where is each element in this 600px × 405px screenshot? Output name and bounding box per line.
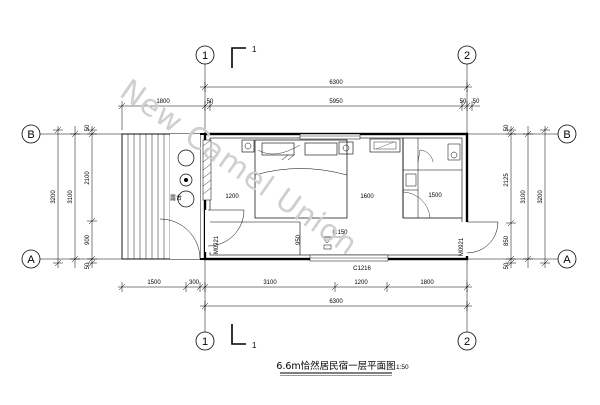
watermark: New Camel Union (113, 73, 364, 263)
bathroom: 1500 (369, 138, 462, 219)
drawing-scale: 1:50 (396, 364, 409, 371)
grid-axis-B-left: B (21, 124, 41, 144)
dim-left-900: 900 (85, 234, 91, 245)
grid-label-B-right: B (563, 129, 570, 141)
door-left-label: M0921 (214, 235, 220, 254)
grid-axis-A-right: A (557, 249, 577, 269)
dim-right-3200: 3200 (538, 190, 544, 204)
room-950-label: 950 (296, 234, 302, 245)
room-1200-label: 1200 (225, 194, 239, 200)
grid-label-1-bottom: 1 (202, 336, 208, 348)
dim-top-total: 6300 (329, 80, 343, 86)
building-walls: M0921 C1216 950 (200, 132, 469, 272)
title-block: 6.6m恰然居民宿一层平面图 1:50 (276, 360, 409, 376)
grid-label-1-top: 1 (202, 50, 208, 62)
grid-label-B-left: B (27, 129, 34, 141)
dim-top-5950: 5950 (329, 99, 343, 105)
deck-label: 露台 (170, 194, 182, 202)
dim-right-50-bottom: 50 (504, 262, 510, 269)
top-dimensions (118, 82, 480, 130)
grid-axis-A-left: A (21, 249, 41, 269)
grid-label-2-top: 2 (464, 50, 470, 62)
level-marker: 0.150 (321, 230, 350, 250)
dim-left-3200: 3200 (51, 190, 57, 204)
level-label: 0.150 (332, 230, 348, 236)
section-mark-top: 1 (231, 45, 257, 68)
nightstand-right (338, 141, 354, 155)
dim-bottom-300: 300 (189, 280, 200, 286)
grid-label-2-bottom: 2 (464, 336, 470, 348)
bottom-dimensions (118, 282, 472, 311)
room-1600-label: 1600 (360, 194, 374, 200)
grid-axis-2-top: 2 (457, 45, 477, 65)
dim-left-50-top: 50 (85, 124, 91, 131)
door-right-label: M0921 (459, 237, 465, 256)
dim-left-50-bottom: 50 (85, 262, 91, 269)
right-dimensions (506, 126, 550, 268)
window-label: C1216 (353, 266, 371, 272)
dim-top-50-b: 50 (473, 99, 480, 105)
nightstand-left (241, 139, 255, 153)
dim-top-1800: 1800 (156, 99, 170, 105)
drawing-title: 6.6m恰然居民宿一层平面图 (276, 360, 395, 372)
section-label-top: 1 (252, 45, 257, 54)
grid-axis-2-bottom: 2 (457, 331, 477, 351)
dim-left-2100: 2100 (85, 171, 91, 185)
dim-right-850: 850 (504, 235, 510, 246)
dim-left-3100: 3100 (68, 190, 74, 204)
section-mark-bottom: 1 (231, 324, 257, 350)
dim-top-50-left: 50 (207, 99, 214, 105)
left-dimensions (53, 126, 97, 268)
grid-axis-1-bottom: 1 (195, 331, 215, 351)
dim-bottom-1200: 1200 (354, 280, 368, 286)
dim-right-2125: 2125 (504, 173, 510, 187)
section-label-bottom: 1 (252, 341, 257, 350)
dim-bottom-3100: 3100 (263, 280, 277, 286)
deck-area: 露台 (121, 133, 201, 260)
room-1500-label: 1500 (428, 193, 442, 199)
dim-bottom-1500: 1500 (147, 280, 161, 286)
dim-bottom-total: 6300 (329, 299, 343, 305)
grid-axis-1-top: 1 (195, 45, 215, 65)
dim-bottom-1800: 1800 (420, 280, 434, 286)
bed (254, 139, 348, 219)
dim-right-50-top: 50 (504, 124, 510, 131)
grid-label-A-right: A (563, 254, 571, 266)
dim-top-50-a: 50 (460, 99, 467, 105)
grid-axis-B-right: B (557, 124, 577, 144)
right-entry-door: M0921 (459, 221, 499, 256)
dim-right-3100: 3100 (521, 190, 527, 204)
grid-label-A-left: A (27, 254, 35, 266)
